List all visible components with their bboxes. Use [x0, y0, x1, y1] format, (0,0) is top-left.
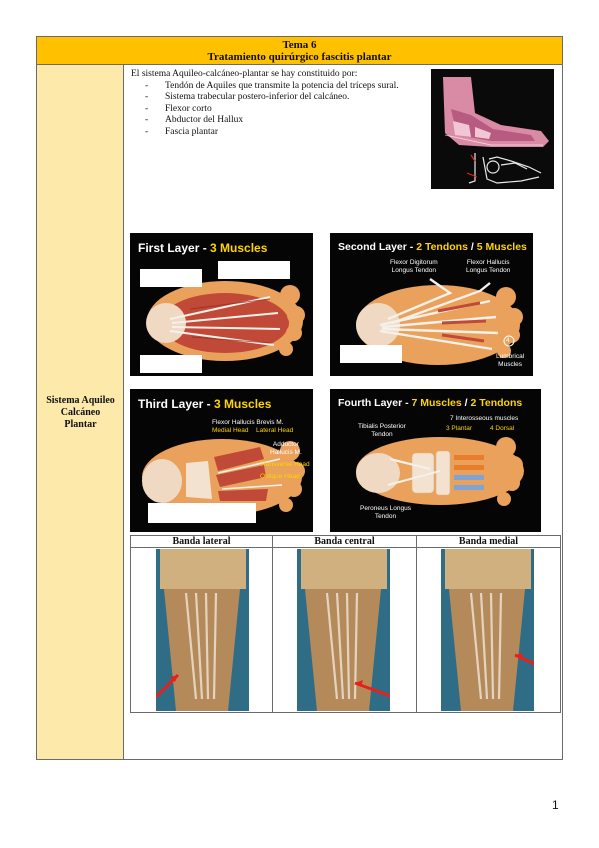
section-label-cell: Sistema Aquileo Calcáneo Plantar	[37, 65, 124, 759]
third-layer-image: Third Layer - 3 Muscles Flexor Hallucis …	[130, 389, 313, 532]
fourth-layer-image: Fourth Layer - 7 Muscles / 2 Tendons Tib…	[330, 389, 541, 532]
layer-title: Second Layer - 2 Tendons / 5 Muscles	[338, 241, 527, 253]
layer-title-text: /	[467, 241, 477, 253]
layer-title-highlight: 3 Muscles	[214, 397, 272, 411]
layer-title-text: Fourth Layer -	[338, 397, 412, 409]
band-header-lateral: Banda lateral	[131, 536, 272, 548]
band-photo-lateral	[156, 549, 249, 711]
layer-title-highlight: 2 Tendons	[416, 241, 468, 253]
intro-text: El sistema Aquileo-calcáneo-plantar se h…	[131, 69, 421, 138]
fascia-band-table: Banda lateral Banda central Banda medial	[130, 535, 561, 713]
topic-title: Tratamiento quirúrgico fascitis plantar	[207, 51, 392, 63]
label-cover-box	[140, 269, 202, 287]
list-item: Flexor corto	[131, 104, 421, 116]
layer-title-highlight: 5 Muscles	[476, 241, 527, 253]
band-photo-medial	[441, 549, 534, 711]
intro-lead: El sistema Aquileo-calcáneo-plantar se h…	[131, 69, 358, 79]
anatomy-label: 7 Interosseous muscles	[450, 415, 519, 422]
layer-title-text: /	[461, 397, 471, 409]
column-divider	[272, 536, 273, 712]
anatomy-label: Medial Head	[212, 427, 249, 434]
section-content-cell: El sistema Aquileo-calcáneo-plantar se h…	[125, 65, 562, 759]
component-list: Tendón de Aquiles que transmite la poten…	[131, 81, 421, 139]
layer-title-highlight: 7 Muscles	[411, 397, 462, 409]
page-number: 1	[552, 798, 559, 812]
anatomy-label: Oblique Head	[260, 473, 300, 480]
anatomy-label: Transverse Head	[260, 461, 310, 468]
anatomy-label: 4	[506, 337, 510, 344]
anatomy-label: 4 Dorsal	[490, 425, 515, 432]
list-item: Tendón de Aquiles que transmite la poten…	[131, 81, 421, 93]
second-layer-image: Second Layer - 2 Tendons / 5 Muscles Fle…	[330, 233, 533, 376]
section-label-line: Sistema Aquileo	[46, 395, 115, 406]
anatomy-label: Flexor Hallucis Brevis M.	[212, 419, 284, 426]
section-label: Sistema Aquileo Calcáneo Plantar	[37, 395, 124, 431]
first-layer-image: First Layer - 3 Muscles	[130, 233, 313, 376]
layer-title-text: Second Layer -	[338, 241, 417, 253]
section-label-line: Plantar	[64, 419, 97, 430]
label-cover-box	[340, 345, 402, 363]
list-item: Sistema trabecular postero-inferior del …	[131, 92, 421, 104]
topic-number: Tema 6	[282, 39, 317, 51]
topic-header: Tema 6 Tratamiento quirúrgico fascitis p…	[37, 37, 562, 65]
layer-title-text: First Layer -	[138, 241, 211, 255]
list-item: Abductor del Hallux	[131, 115, 421, 127]
foot-sagittal-image	[431, 69, 554, 189]
label-cover-box	[218, 261, 290, 279]
band-header-medial: Banda medial	[417, 536, 560, 548]
label-cover-box	[140, 355, 202, 373]
layer-title: Third Layer - 3 Muscles	[138, 397, 271, 411]
column-divider	[416, 536, 417, 712]
topic-table: Tema 6 Tratamiento quirúrgico fascitis p…	[36, 36, 563, 760]
band-header-central: Banda central	[273, 536, 416, 548]
anatomy-label: 3 Plantar	[446, 425, 473, 432]
label-cover-box	[148, 503, 256, 523]
layer-title-text: Third Layer -	[138, 397, 215, 411]
layer-title: Fourth Layer - 7 Muscles / 2 Tendons	[338, 397, 522, 409]
list-item: Fascia plantar	[131, 127, 421, 139]
band-photo-central	[297, 549, 390, 711]
anatomy-label: Lateral Head	[256, 427, 294, 434]
section-label-line: Calcáneo	[60, 407, 101, 418]
layer-title-highlight: 2 Tendons	[470, 397, 523, 409]
layer-title: First Layer - 3 Muscles	[138, 241, 267, 255]
layer-title-highlight: 3 Muscles	[210, 241, 268, 255]
